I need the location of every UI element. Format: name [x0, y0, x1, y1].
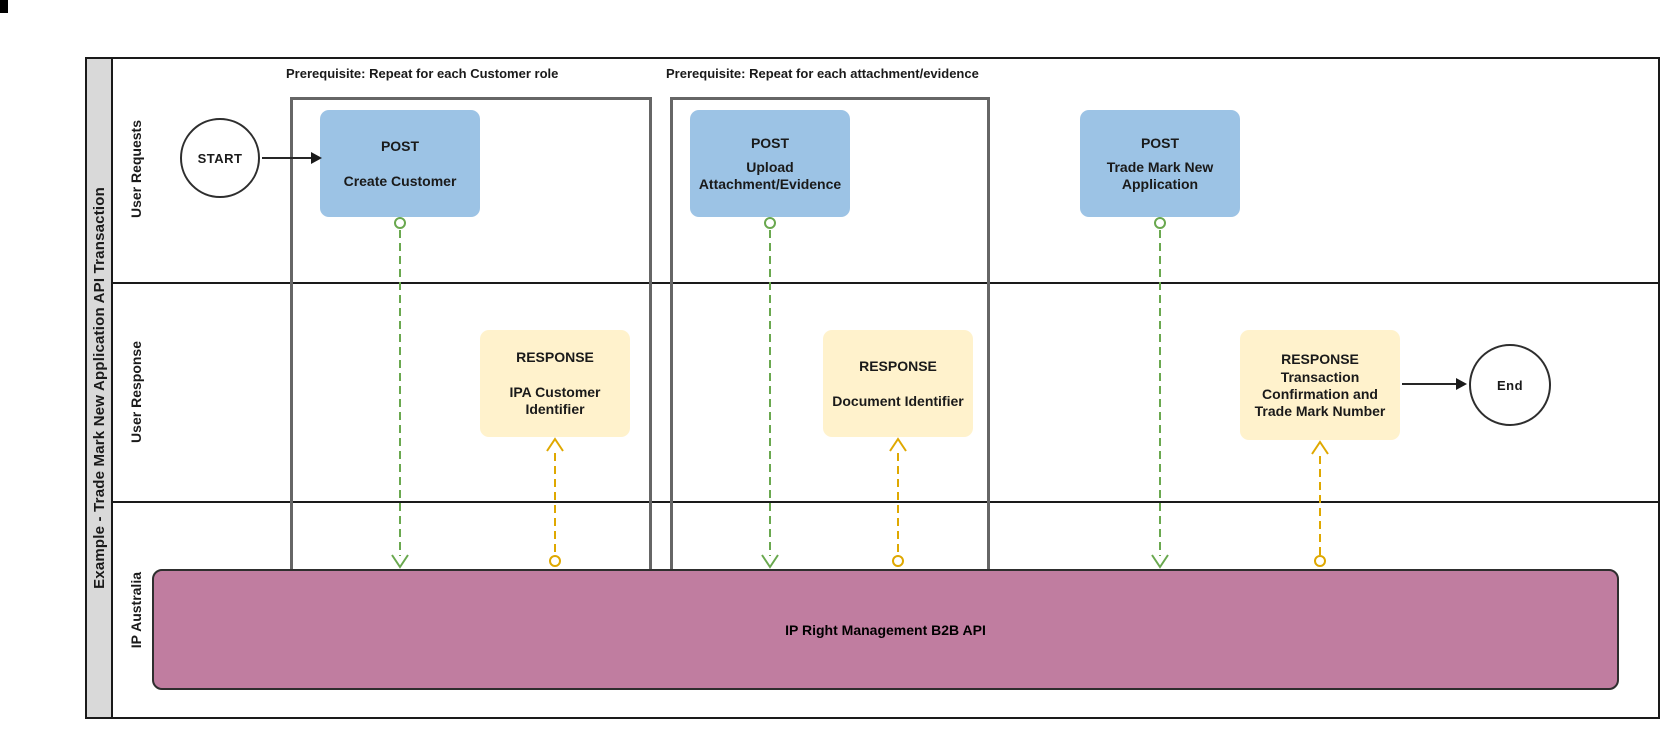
- task-name: Upload Attachment/Evidence: [698, 158, 842, 192]
- task-method: POST: [750, 134, 790, 151]
- lane-label-user-requests: User Requests: [128, 120, 144, 219]
- pool-title: Example - Trade Mark New Application API…: [90, 187, 108, 589]
- start-event: START: [180, 118, 260, 198]
- lane-divider-1: [113, 282, 1658, 284]
- pool-title-bar: Example - Trade Mark New Application API…: [85, 57, 113, 719]
- lane-label-user-response: User Response: [128, 340, 144, 443]
- task-method: POST: [1140, 134, 1180, 151]
- start-event-label: START: [197, 150, 243, 166]
- task-method: RESPONSE: [859, 357, 937, 374]
- task-response-document-identifier: RESPONSE Document Identifier: [823, 330, 973, 437]
- task-name: Document Identifier: [832, 392, 964, 409]
- end-event-label: End: [1496, 377, 1524, 393]
- task-name: Transaction Confirmation and Trade Mark …: [1254, 368, 1386, 419]
- task-response-ipa-customer-identifier: RESPONSE IPA Customer Identifier: [480, 330, 630, 437]
- end-event: End: [1469, 344, 1551, 426]
- group-label-customer-role: Prerequisite: Repeat for each Customer r…: [286, 66, 559, 81]
- task-response-transaction-confirmation: RESPONSE Transaction Confirmation and Tr…: [1240, 330, 1400, 440]
- task-name: IPA Customer Identifier: [509, 384, 601, 417]
- task-post-create-customer: POST Create Customer: [320, 110, 480, 217]
- task-method: POST: [380, 137, 420, 154]
- task-post-trade-mark-new-application: POST Trade Mark New Application: [1080, 110, 1240, 217]
- corner-artifact: [0, 0, 8, 13]
- group-label-attachment-evidence: Prerequisite: Repeat for each attachment…: [666, 66, 979, 81]
- backend-api-bar: IP Right Management B2B API: [152, 569, 1619, 690]
- task-post-upload-attachment: POST Upload Attachment/Evidence: [690, 110, 850, 217]
- task-name: Trade Mark New Application: [1106, 158, 1214, 192]
- lane-divider-2: [113, 501, 1658, 503]
- task-name: Create Customer: [343, 172, 457, 189]
- backend-api-label: IP Right Management B2B API: [785, 621, 986, 638]
- task-method: RESPONSE: [516, 349, 594, 365]
- task-method: RESPONSE: [1281, 350, 1359, 367]
